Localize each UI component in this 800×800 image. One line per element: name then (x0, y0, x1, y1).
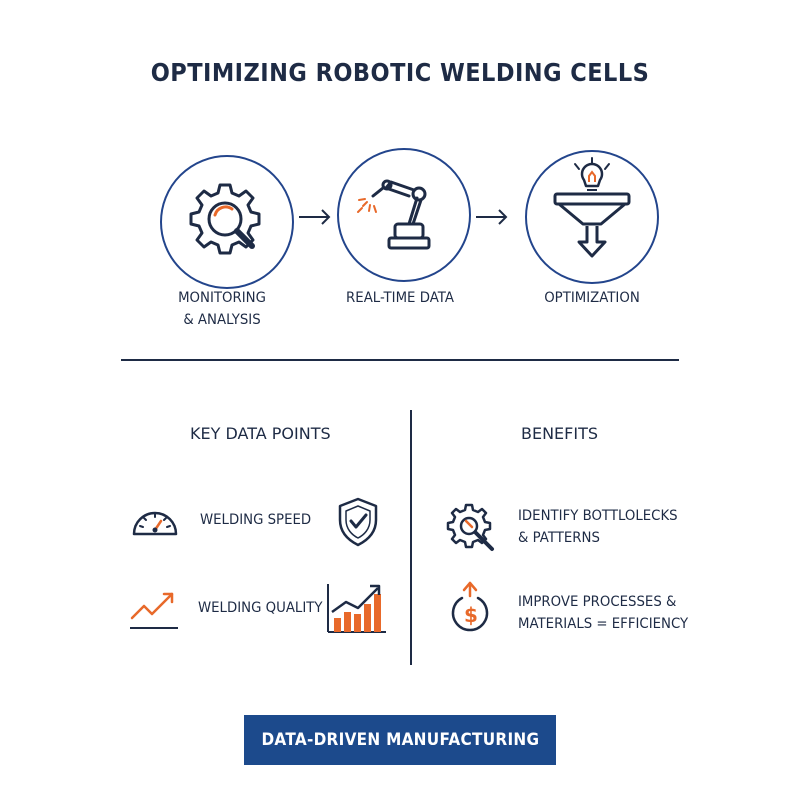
speedometer-icon (132, 511, 178, 536)
step-optimization-label: OPTIMIZATION (497, 287, 687, 309)
benefit-efficiency-line2: MATERIALS = EFFICIENCY (518, 616, 689, 632)
arrow-right-icon (299, 209, 331, 225)
gear-magnifier-icon (189, 183, 261, 255)
step-monitoring-label-line2: & ANALYSIS (183, 312, 261, 328)
benefit-bottlenecks-line2: & PATTERNS (518, 530, 600, 546)
trend-line-icon (130, 592, 178, 629)
shield-check-icon (338, 497, 378, 547)
vertical-divider (410, 410, 412, 665)
step-optimization-label-line1: OPTIMIZATION (544, 290, 640, 306)
benefit-efficiency-label: IMPROVE PROCESSES & MATERIALS = EFFICIEN… (518, 591, 688, 635)
step-realtime-label: REAL-TIME DATA (305, 287, 495, 309)
step-realtime-label-line1: REAL-TIME DATA (346, 290, 454, 306)
welding-quality-label: WELDING QUALITY (198, 600, 323, 616)
benefits-heading: BENEFITS (521, 424, 599, 443)
step-optimization-circle (525, 150, 659, 284)
step-monitoring-circle (160, 155, 294, 289)
bar-chart-icon (327, 584, 386, 633)
funnel-lightbulb-icon (553, 157, 631, 258)
horizontal-divider (121, 359, 679, 361)
dollar-coin-icon: $ (451, 581, 489, 632)
key-data-heading: KEY DATA POINTS (190, 424, 331, 443)
svg-text:$: $ (464, 603, 478, 627)
step-monitoring-label: MONITORING & ANALYSIS (127, 287, 317, 331)
footer-banner: DATA-DRIVEN MANUFACTURING (244, 715, 556, 765)
step-monitoring-label-line1: MONITORING (178, 290, 266, 306)
step-realtime-circle (337, 148, 471, 282)
benefit-bottlenecks-line1: IDENTIFY BOTTLOLECKS (518, 508, 678, 524)
page-title: OPTIMIZING ROBOTIC WELDING CELLS (150, 58, 650, 87)
welding-speed-label: WELDING SPEED (200, 512, 312, 528)
benefit-bottlenecks-label: IDENTIFY BOTTLOLECKS & PATTERNS (518, 505, 678, 549)
gear-wrench-icon (446, 503, 494, 551)
robotic-arm-icon (357, 179, 431, 250)
arrow-right-icon (476, 209, 508, 225)
benefit-efficiency-line1: IMPROVE PROCESSES & (518, 594, 677, 610)
footer-banner-text: DATA-DRIVEN MANUFACTURING (261, 730, 539, 750)
